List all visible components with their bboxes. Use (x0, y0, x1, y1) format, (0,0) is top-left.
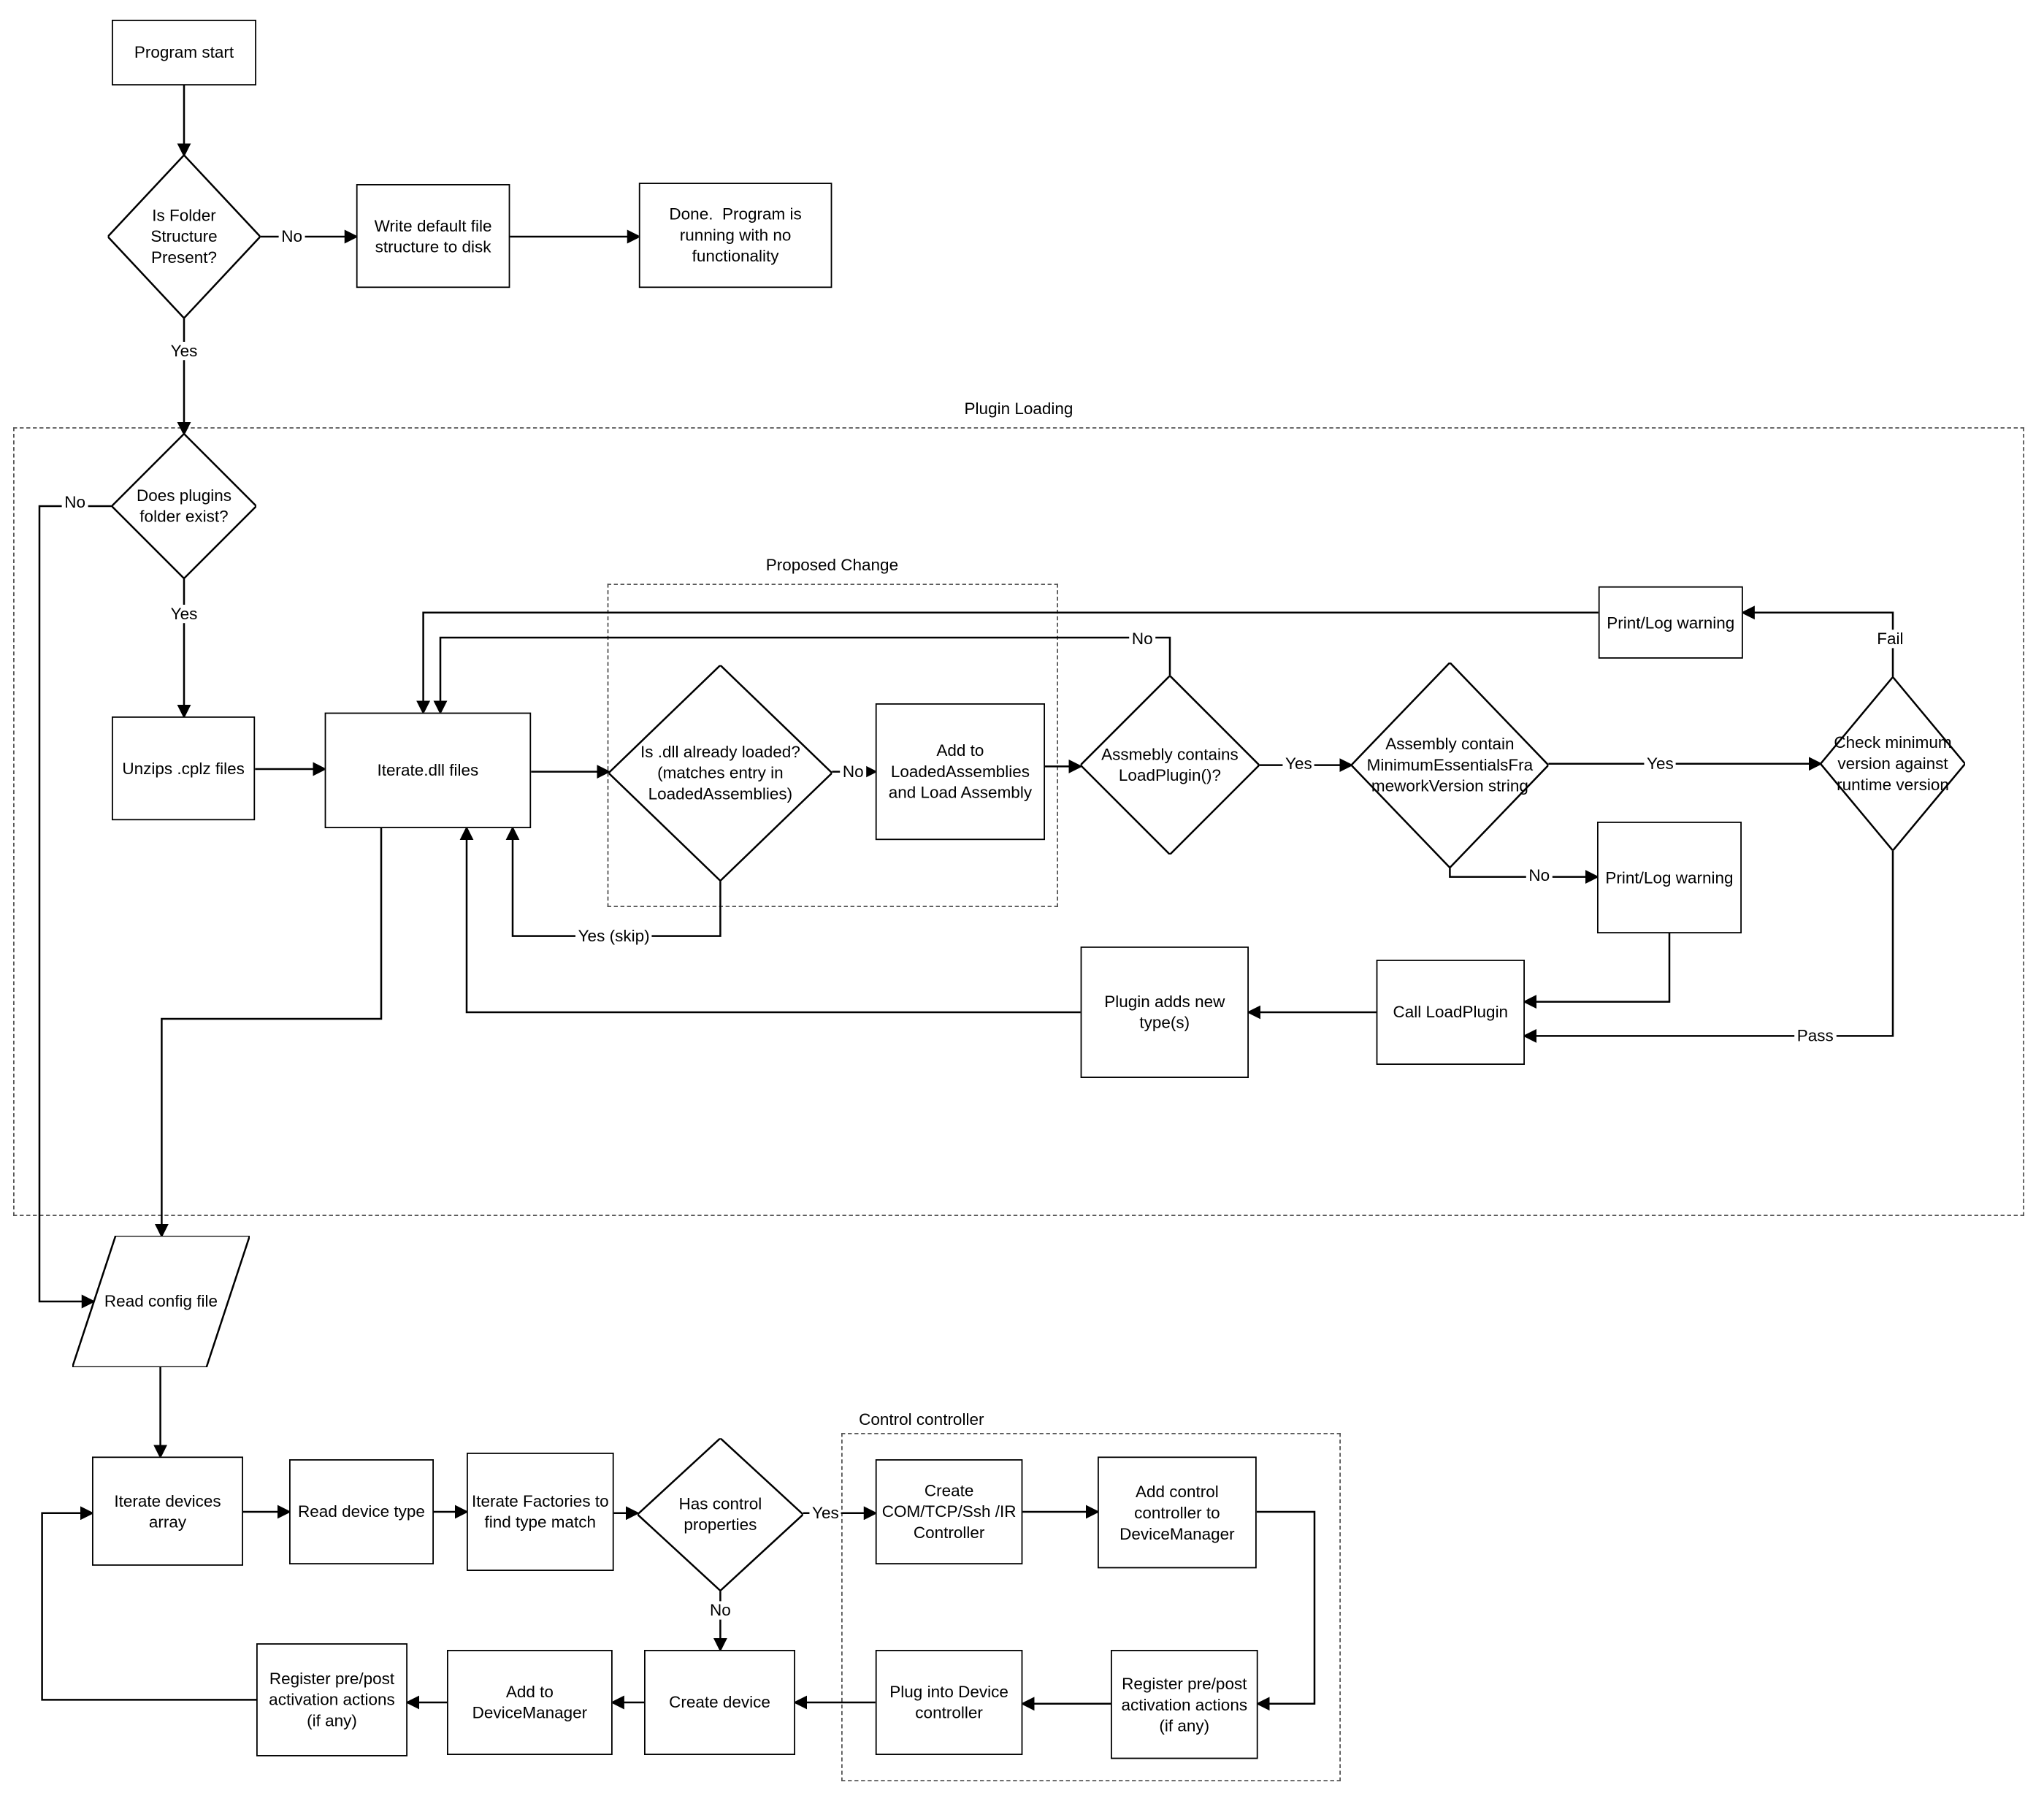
edge-minimum-no-to-printlog (1449, 867, 1599, 884)
edge-loadplugin-no-to-iterate-dll (433, 636, 1171, 715)
proposed-change-container-label: Proposed Change (765, 556, 899, 575)
iterate-dll-files-node: Iterate.dll files (324, 712, 532, 828)
program-start-node: Program start (112, 20, 256, 85)
edge-label-plugins-yes: Yes (168, 605, 200, 624)
iterate-devices-array-node: Iterate devices array (92, 1456, 243, 1566)
plug-into-device-controller-label: Plug into Device controller (889, 1683, 1014, 1722)
is-dll-loaded-label: Is .dll already loaded? (matches entry i… (640, 743, 805, 803)
edge-iterate-done-to-read-config (154, 827, 383, 1238)
has-control-properties-label: Has control properties (678, 1494, 767, 1534)
call-loadplugin-node: Call LoadPlugin (1376, 960, 1525, 1065)
read-config-file-node: Read config file (72, 1236, 250, 1367)
unzips-cplz-label: Unzips .cplz files (122, 759, 245, 778)
plugin-loading-container-label: Plugin Loading (964, 399, 1073, 418)
check-minimum-version-decision: Check minimum version against runtime ve… (1821, 677, 1965, 851)
does-plugins-folder-label: Does plugins folder exist? (136, 486, 237, 526)
edge-plugins-no-to-read-config (38, 505, 112, 1309)
proposed-change-container (607, 584, 1058, 907)
assembly-contains-loadplugin-decision: Assmebly contains LoadPlugin()? (1080, 676, 1260, 855)
assembly-minimum-version-decision: Assembly contain MinimumEssentialsFramew… (1351, 662, 1548, 868)
edge-label-minimum-yes: Yes (1644, 754, 1677, 773)
edge-register-left-to-iterate-devices (41, 1506, 256, 1701)
is-dll-loaded-decision: Is .dll already loaded? (matches entry i… (608, 665, 832, 881)
create-com-controller-node: Create COM/TCP/Ssh /IR Controller (875, 1459, 1023, 1564)
edge-label-plugins-no: No (61, 493, 88, 512)
create-device-label: Create device (669, 1693, 770, 1712)
read-device-type-label: Read device type (298, 1502, 425, 1521)
edge-label-dll-no: No (840, 762, 867, 781)
program-start-label: Program start (134, 43, 234, 62)
plugin-loading-container (13, 427, 2024, 1216)
add-control-controller-label: Add control controller to DeviceManager (1119, 1482, 1235, 1543)
register-activation-actions-left-label: Register pre/post activation actions (if… (269, 1670, 400, 1730)
edge-version-pass-to-call-loadplugin (1523, 850, 1894, 1043)
add-control-controller-node: Add control controller to DeviceManager (1098, 1456, 1257, 1569)
plugin-adds-types-node: Plugin adds new type(s) (1080, 947, 1249, 1078)
print-log-warning-top-label: Print/Log warning (1607, 613, 1735, 632)
done-no-functionality-label: Done. Program is running with no functio… (669, 204, 807, 266)
iterate-dll-files-label: Iterate.dll files (377, 761, 479, 780)
edge-label-loadplugin-yes: Yes (1282, 754, 1315, 773)
register-activation-actions-right-node: Register pre/post activation actions (if… (1111, 1650, 1258, 1759)
read-config-file-label: Read config file (104, 1292, 218, 1311)
edge-label-folder-yes: Yes (168, 342, 200, 361)
create-com-controller-label: Create COM/TCP/Ssh /IR Controller (881, 1481, 1021, 1542)
create-device-node: Create device (644, 1650, 795, 1755)
plug-into-device-controller-node: Plug into Device controller (875, 1650, 1023, 1755)
done-no-functionality-node: Done. Program is running with no functio… (638, 183, 832, 288)
edge-add-control-to-register-right (1255, 1510, 1316, 1711)
edge-plugin-adds-to-iterate-dll (459, 826, 1081, 1014)
iterate-factories-label: Iterate Factories to find type match (472, 1492, 613, 1532)
edge-version-fail-to-printlog-top (1740, 605, 1894, 677)
iterate-factories-node: Iterate Factories to find type match (467, 1453, 614, 1571)
plugin-adds-types-label: Plugin adds new type(s) (1104, 993, 1230, 1032)
add-to-loaded-assemblies-node: Add to LoadedAssemblies and Load Assembl… (875, 703, 1045, 841)
assembly-contains-loadplugin-label: Assmebly contains LoadPlugin()? (1101, 745, 1244, 785)
edge-label-folder-no: No (278, 227, 305, 246)
unzips-cplz-node: Unzips .cplz files (112, 716, 256, 821)
edge-printlog-to-call-loadplugin (1523, 933, 1671, 1009)
diamond-icon (1821, 677, 1965, 851)
edge-label-pass: Pass (1794, 1026, 1837, 1045)
add-to-devicemanager-label: Add to DeviceManager (472, 1683, 588, 1722)
is-folder-structure-label: Is Folder Structure Present? (150, 206, 222, 267)
iterate-devices-array-label: Iterate devices array (114, 1491, 226, 1532)
edge-printlog-top-to-iterate-dll (416, 611, 1599, 715)
control-controller-container-label: Control controller (859, 1410, 984, 1429)
register-activation-actions-left-node: Register pre/post activation actions (if… (256, 1643, 407, 1756)
print-log-warning-label: Print/Log warning (1605, 868, 1734, 887)
edge-label-loadplugin-no: No (1129, 630, 1156, 649)
does-plugins-folder-decision: Does plugins folder exist? (112, 434, 256, 578)
print-log-warning-node: Print/Log warning (1597, 822, 1742, 933)
edge-label-control-no: No (707, 1601, 734, 1620)
edge-label-control-yes: Yes (809, 1504, 842, 1523)
has-control-properties-decision: Has control properties (638, 1438, 803, 1591)
edge-label-dll-yes-skip: Yes (skip) (575, 927, 653, 946)
write-default-structure-label: Write default file structure to disk (374, 216, 497, 256)
edge-label-minimum-no: No (1526, 866, 1553, 885)
add-to-devicemanager-node: Add to DeviceManager (447, 1650, 613, 1755)
register-activation-actions-right-label: Register pre/post activation actions (if… (1121, 1674, 1252, 1735)
diamond-icon (107, 155, 261, 318)
assembly-minimum-version-label: Assembly contain MinimumEssentialsFramew… (1366, 735, 1534, 795)
call-loadplugin-label: Call LoadPlugin (1393, 1003, 1509, 1022)
print-log-warning-top-node: Print/Log warning (1598, 586, 1743, 659)
control-controller-container (841, 1433, 1341, 1781)
write-default-structure-node: Write default file structure to disk (356, 184, 510, 288)
read-device-type-node: Read device type (289, 1459, 434, 1564)
add-to-loaded-assemblies-label: Add to LoadedAssemblies and Load Assembl… (888, 741, 1035, 802)
edge-label-fail: Fail (1874, 630, 1907, 649)
is-folder-structure-decision: Is Folder Structure Present? (107, 155, 261, 318)
check-minimum-version-label: Check minimum version against runtime ve… (1834, 733, 1956, 795)
